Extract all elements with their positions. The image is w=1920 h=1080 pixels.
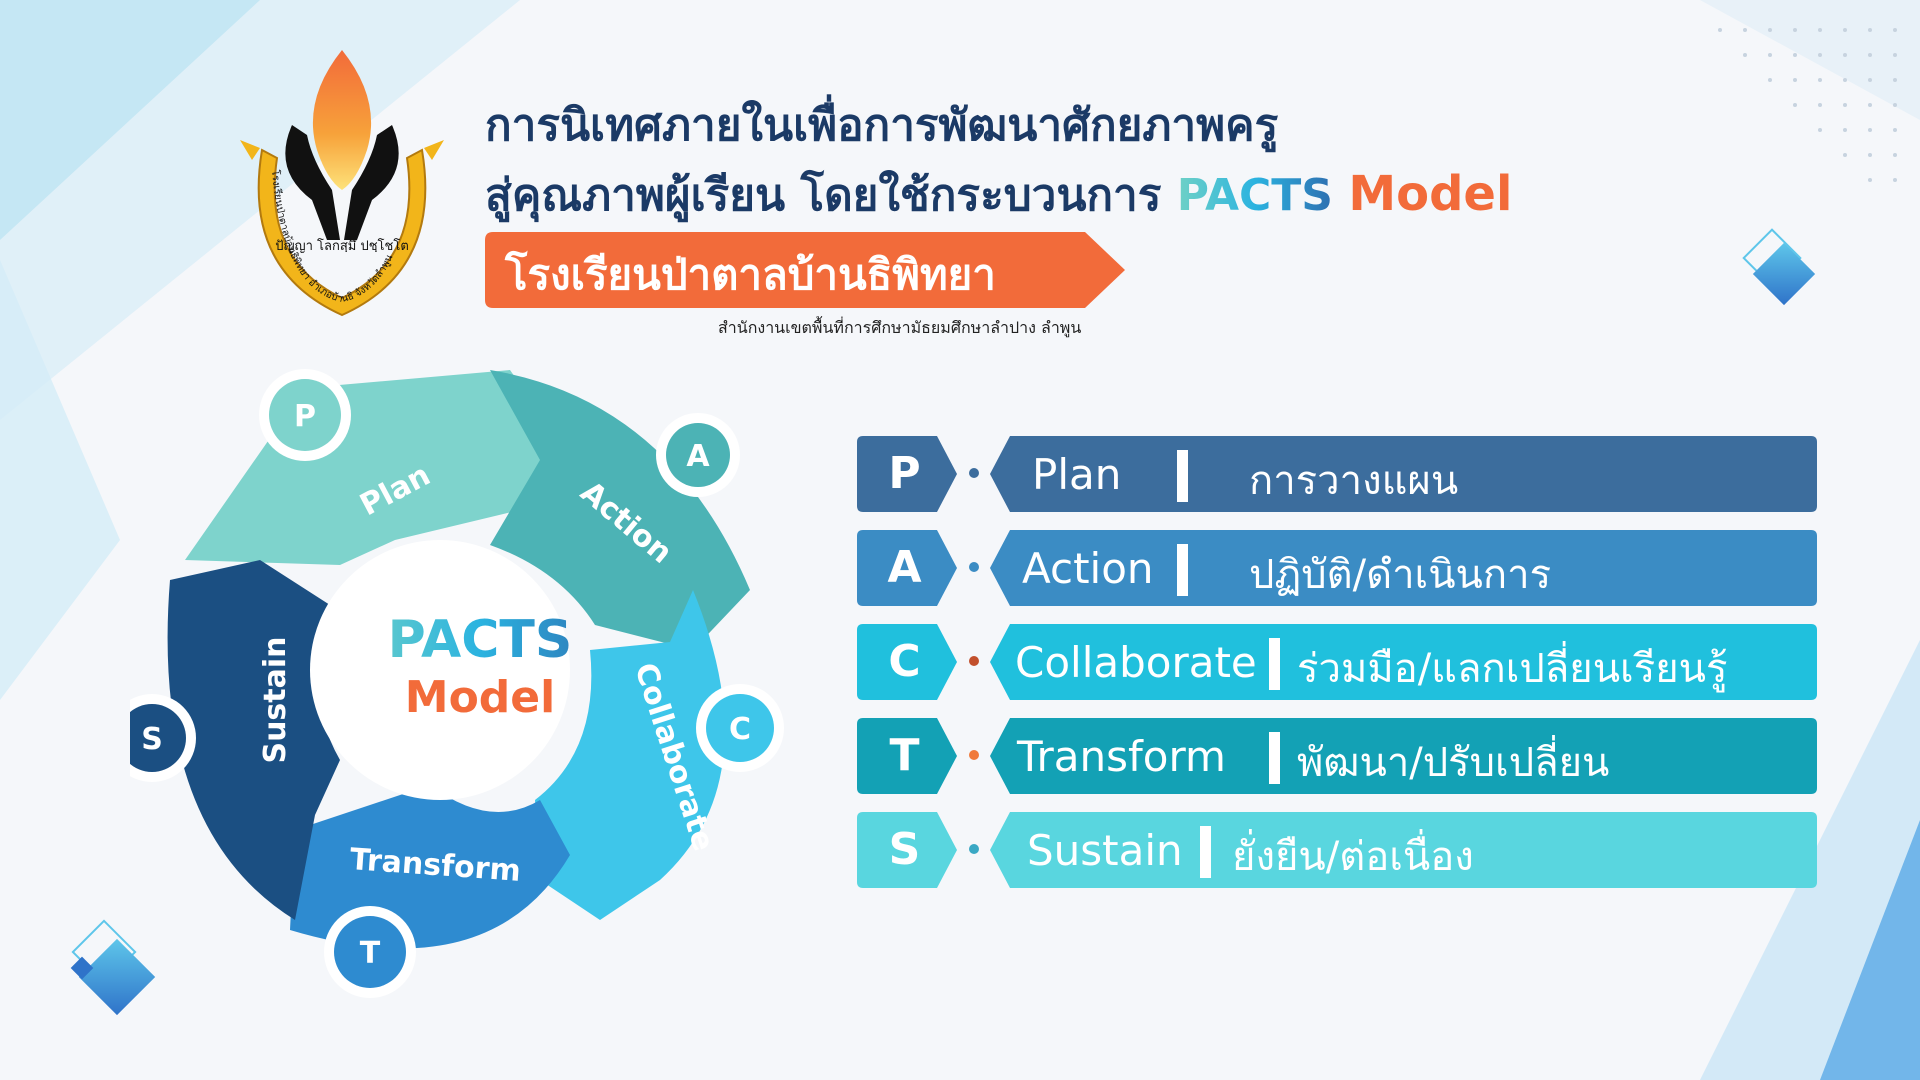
row-separator [1269,638,1280,690]
circle-c: C [696,684,784,772]
row-sustain: S Sustain ยั่งยืน/ต่อเนื่อง [857,812,1817,888]
title-model: Model [1348,166,1513,222]
row-thai: พัฒนา/ปรับเปลี่ยน [1297,740,1610,786]
logo-motto: ปัญญา โลกสฺมึ ปชฺโชโต [275,238,409,254]
row-bar [990,530,1817,606]
row-thai: ปฏิบัติ/ดำเนินการ [1249,552,1552,598]
svg-text:A: A [686,439,710,474]
letter-tag [857,624,957,700]
segment-plan [185,370,565,565]
left-ribbon-icon [240,140,260,160]
letter-tag [857,530,957,606]
center-circle [310,540,570,800]
corner-shape-top-right [1700,0,1920,120]
circle-s: S [130,694,196,782]
row-transform: T Transform พัฒนา/ปรับเปลี่ยน [857,718,1817,794]
center-subtitle: Model [404,672,556,723]
row-bar [990,436,1817,512]
segment-collaborate [535,590,725,920]
dot-pattern [1718,28,1897,182]
circle-p: P [259,369,351,461]
label-sustain: Sustain [258,636,293,763]
diamond-decoration-bottom-left [70,919,156,1016]
row-letter: S [888,824,921,875]
education-office: สำนักงานเขตพื้นที่การศึกษามัธยมศึกษาลำปา… [718,318,1082,337]
row-letter: A [887,542,922,593]
circle-t: T [324,906,416,998]
bullet-dot [969,468,979,478]
row-separator [1200,826,1211,878]
circle-a: A [656,413,740,497]
row-bar [990,718,1817,794]
row-english: Sustain [1027,826,1183,875]
flame-icon [312,50,372,190]
row-collaborate: C Collaborate ร่วมมือ/แลกเปลี่ยนเรียนรู้ [857,624,1817,700]
row-english: Transform [1017,732,1226,781]
corner-shape-top-left-inner [0,0,260,240]
page-title-line-1: การนิเทศภายในเพื่อการพัฒนาศักยภาพครู [485,100,1279,151]
svg-text:S: S [141,722,163,757]
school-banner [485,232,1125,308]
row-plan: P Plan การวางแผน [857,436,1817,512]
letter-tag [857,436,957,512]
row-letter: P [888,448,921,499]
segment-sustain [167,560,340,920]
right-ribbon-icon [424,140,444,160]
row-english: Plan [1032,450,1122,499]
row-separator [1177,544,1188,596]
bullet-dot [969,562,979,572]
school-logo: ปัญญา โลกสฺมึ ปชฺโชโต โรงเรียนป่าตาลบ้าน… [240,50,444,317]
left-hand-icon [285,125,340,240]
center-title: PACTS [340,610,620,670]
row-letter: C [888,636,921,687]
logo-ring [257,148,427,317]
svg-text:T: T [360,936,381,971]
row-bar [990,812,1817,888]
row-thai: ยั่งยืน/ต่อเนื่อง [1232,834,1474,880]
bullet-dot [969,844,979,854]
school-name: โรงเรียนป่าตาลบ้านธิพิทยา [505,250,996,299]
left-shape [0,260,120,700]
row-english: Collaborate [1015,638,1257,687]
letter-tag [857,812,957,888]
bullet-dot [969,656,979,666]
row-english: Action [1022,544,1154,593]
title-pacts: PACTS [1176,170,1333,221]
page-title-line-2: สู่คุณภาพผู้เรียน โดยใช้กระบวนการ PACTS … [485,160,1512,230]
svg-text:C: C [729,712,751,747]
row-separator [1177,450,1188,502]
row-thai: การวางแผน [1249,458,1459,504]
svg-text:P: P [294,399,316,434]
bullet-dot [969,750,979,760]
row-separator [1269,732,1280,784]
letter-tag [857,718,957,794]
segment-action [490,370,750,650]
corner-shape-bottom-right-inner [1820,820,1920,1080]
row-action: A Action ปฏิบัติ/ดำเนินการ [857,530,1817,606]
pacts-cycle-diagram: Plan Action Collaborate Transform Sustai… [130,369,784,998]
row-letter: T [889,730,920,781]
title-prefix: สู่คุณภาพผู้เรียน โดยใช้กระบวนการ [485,170,1162,221]
row-bar [990,624,1817,700]
right-hand-icon [344,125,399,240]
row-thai: ร่วมมือ/แลกเปลี่ยนเรียนรู้ [1297,646,1728,692]
